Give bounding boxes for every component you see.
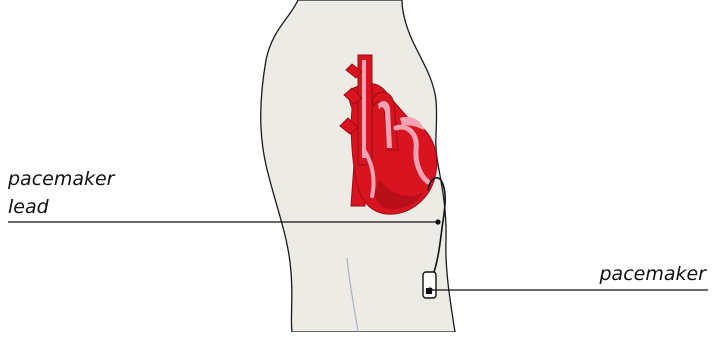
pacemaker-device-body [423,272,436,298]
aortic-column-highlight [362,60,366,158]
pacemaker-label: pacemaker [600,262,707,286]
pacemaker-device [423,272,436,298]
lead-leader-dot [435,219,440,224]
pacemaker-leader-dot [427,287,432,292]
lead-label-line1: pacemaker [8,167,115,191]
lead-label-line2: lead [8,195,49,219]
